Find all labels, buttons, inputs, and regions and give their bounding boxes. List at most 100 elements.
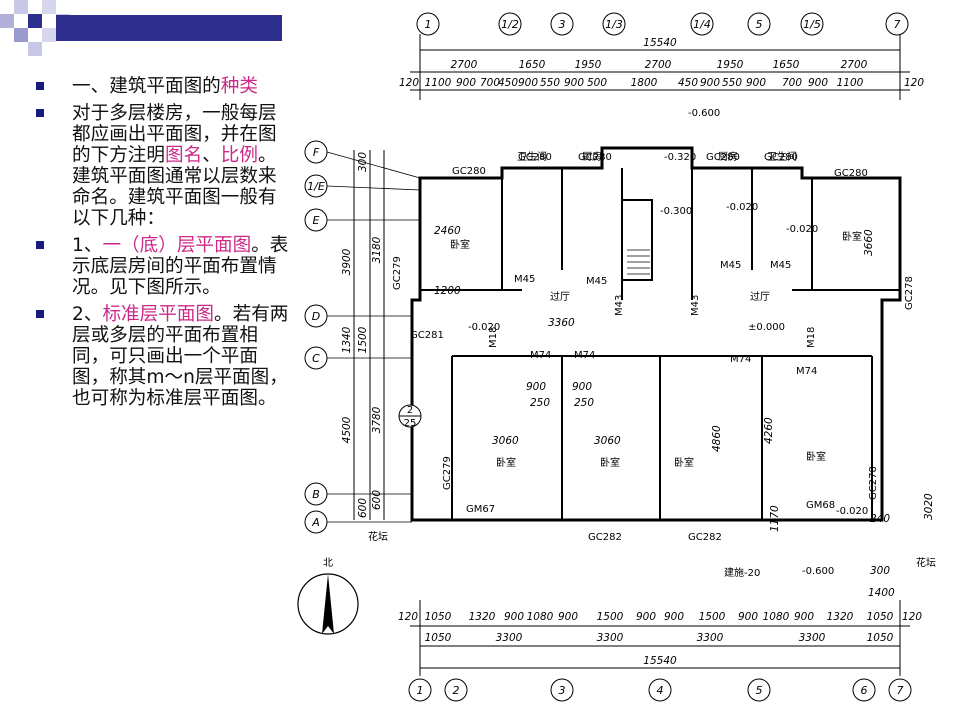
- door-label: M43: [690, 295, 701, 316]
- dimension-label: 900: [794, 611, 814, 623]
- total-dimension-top: 15540: [643, 37, 677, 49]
- window-label: GC281: [410, 330, 444, 341]
- door-label: GM67: [466, 504, 495, 515]
- dimension-label: 120: [904, 77, 924, 89]
- axis-label: 2: [453, 684, 460, 697]
- dimension-label: 700: [782, 77, 802, 89]
- bullet-item: 一、建筑平面图的种类: [36, 76, 292, 97]
- axis-markers-left: [304, 140, 328, 534]
- dimension-label: 3660: [863, 229, 875, 256]
- axis-label: C: [312, 352, 320, 365]
- dimension-label: 3060: [594, 435, 621, 447]
- total-dimension-bottom: 15540: [643, 655, 677, 667]
- dimension-label: 900: [808, 77, 828, 89]
- left-dims: 300 3900 3180 1340 1500 4500 3780 600 60…: [341, 152, 383, 518]
- section-number: 2: [407, 405, 413, 416]
- door-label: M74: [730, 354, 751, 365]
- bullet-marker: [36, 109, 44, 117]
- door-label: GM68: [806, 500, 835, 511]
- dimension-label: 1050: [867, 632, 894, 644]
- axis-markers-bottom: [408, 678, 912, 702]
- dimension-label: 1400: [868, 587, 895, 599]
- north-label: 北: [323, 557, 333, 569]
- dimension-label: 1500: [357, 326, 369, 353]
- elevation-label: -0.300: [660, 206, 692, 217]
- room-label: 卧室: [806, 450, 826, 463]
- dimension-label: 900: [700, 77, 720, 89]
- room-label: 卫生间: [767, 150, 797, 163]
- elevation-label: -0.600: [802, 566, 834, 577]
- elevation-label: ±0.000: [748, 322, 785, 333]
- axis-label: F: [313, 146, 320, 159]
- dimension-label: 250: [530, 397, 550, 409]
- window-label: GC279: [392, 256, 403, 290]
- dimension-label: 120: [902, 611, 922, 623]
- misc-dimensions: 2460 3060 3060 4860 4260 3360 1200 900 9…: [434, 225, 935, 599]
- dimension-label: 3300: [697, 632, 724, 644]
- dimension-label: 3300: [597, 632, 624, 644]
- dimension-label: 900: [738, 611, 758, 623]
- axis-label: D: [312, 310, 320, 323]
- dimension-label: 300: [870, 565, 890, 577]
- top-dims-row1: 2700 1650 1950 2700 1950 1650 2700: [451, 59, 868, 71]
- door-label: M74: [574, 350, 595, 361]
- dimension-label: 1650: [773, 59, 800, 71]
- bullet-item: 2、标准层平面图。若有两层或多层的平面布置相同，可只画出一个平面图，称其m～n层…: [36, 304, 292, 409]
- dimension-label: 1170: [769, 505, 781, 532]
- dimension-label: 4260: [763, 417, 775, 444]
- bullet-text: 。表示底层房间的平面布置情况。见下图所示。: [72, 235, 289, 298]
- dimension-label: 3300: [496, 632, 523, 644]
- dimension-label: 700: [480, 77, 500, 89]
- bullet-text: 对于多层楼房，一般每层都应画出平面图，并在图的下方注明: [72, 103, 277, 166]
- dimension-label: 4500: [341, 416, 353, 443]
- elevation-label: -0.020: [726, 202, 758, 213]
- door-label: M43: [614, 295, 625, 316]
- dimension-label: 1080: [527, 611, 554, 623]
- highlight-text: 标准层平面图: [102, 304, 215, 325]
- bullet-marker: [36, 310, 44, 318]
- bullet-marker: [36, 241, 44, 249]
- room-label: 过厅: [550, 290, 570, 303]
- dimension-label: 250: [574, 397, 594, 409]
- elevation-labels: -0.600 -0.320 -0.300 -0.020 -0.020 -0.02…: [468, 108, 868, 577]
- dimension-label: 900: [526, 381, 546, 393]
- axis-labels-bottom: 1 2 3 4 5 6 7: [417, 684, 904, 697]
- bullet-text: 。建筑平面图通常以层数来命名。建筑平面图一般有以下几种：: [72, 145, 277, 229]
- room-label: 卧室: [842, 230, 862, 243]
- bottom-dims-row1: 120 1050 1320 900 1080 900 1500 900 900 …: [398, 611, 922, 623]
- dimension-label: 900: [664, 611, 684, 623]
- axis-label: 1/3: [605, 18, 623, 31]
- room-label: 花坛: [368, 530, 388, 543]
- axis-label: 7: [894, 18, 901, 31]
- highlight-text: 图名: [164, 145, 203, 166]
- elevation-label: -0.320: [664, 152, 696, 163]
- axis-label: 7: [897, 684, 904, 697]
- room-label: 厨房: [718, 150, 738, 163]
- window-label: GC280: [452, 166, 486, 177]
- dimension-label: 900: [636, 611, 656, 623]
- axis-label: 1/5: [803, 18, 821, 31]
- axis-label: 5: [756, 18, 763, 31]
- dimension-label: 900: [572, 381, 592, 393]
- window-label: GC278: [868, 466, 879, 500]
- dimension-label: 550: [540, 77, 560, 89]
- window-label: GC280: [764, 152, 798, 163]
- bullet-text: 1、: [72, 235, 103, 256]
- bullet-text: 、: [202, 145, 221, 166]
- axis-label: 1/2: [501, 18, 519, 31]
- axis-markers-top: [416, 12, 909, 36]
- bullet-marker: [36, 82, 44, 90]
- room-labels: 卫生间 厨房 厨房 卫生间 卧室 卧室 过厅 过厅 卧室 卧室 卧室 卧室 花坛…: [368, 150, 936, 569]
- axis-label: 1/4: [693, 18, 711, 31]
- door-label: M18: [806, 327, 817, 348]
- room-label: 卫生间: [517, 150, 547, 163]
- dimension-label: 600: [357, 498, 369, 518]
- window-label: GC280: [834, 168, 868, 179]
- dimension-label: 1080: [763, 611, 790, 623]
- dimension-label: 1650: [519, 59, 546, 71]
- dimension-label: 3780: [371, 406, 383, 433]
- dimension-label: 1500: [597, 611, 624, 623]
- highlight-text: 种类: [220, 76, 258, 97]
- dimension-label: 1320: [827, 611, 854, 623]
- dimension-label: 3020: [923, 493, 935, 520]
